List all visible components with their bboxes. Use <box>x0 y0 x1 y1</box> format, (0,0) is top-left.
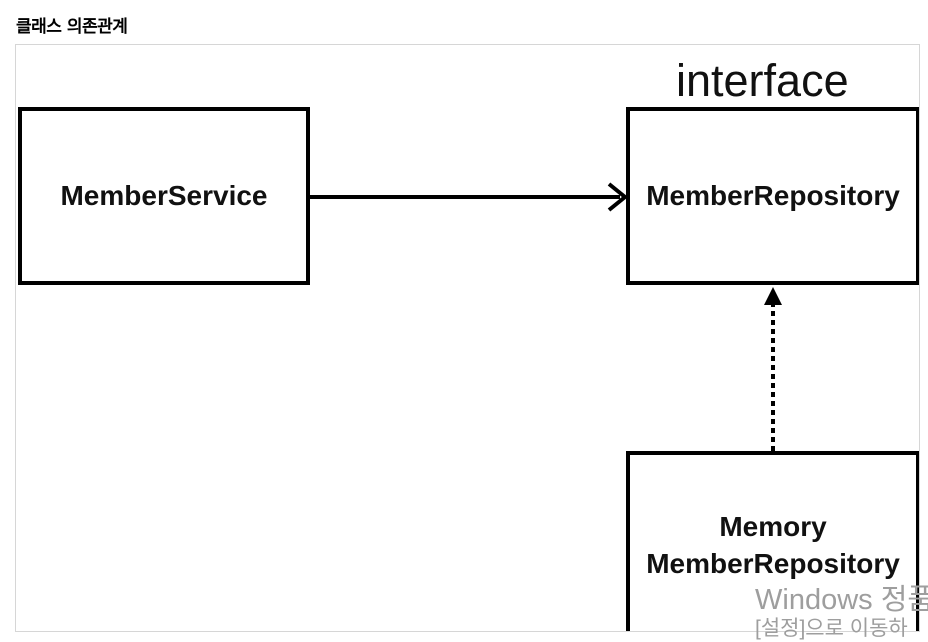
member-service-box: MemberService <box>18 107 310 285</box>
memory-member-repository-line2: MemberRepository <box>646 548 900 579</box>
windows-activation-subtext: [설정]으로 이동하 <box>755 617 908 640</box>
memory-member-repository-line1: Memory <box>719 511 827 543</box>
arrowhead-open <box>607 182 629 212</box>
member-repository-box: MemberRepository <box>626 107 919 285</box>
member-repository-label: MemberRepository <box>646 179 900 211</box>
section-title: 클래스 의존관계 <box>16 17 128 37</box>
edges-layer <box>310 182 782 451</box>
member-service-label: MemberService <box>60 179 268 211</box>
memory-member-repository-box: Memory MemberRepository <box>626 451 919 631</box>
interface-stereotype-label: interface <box>676 55 849 106</box>
arrowhead-filled <box>764 287 782 305</box>
diagram-panel: MemberService interface MemberRepository… <box>15 44 920 632</box>
windows-activation-watermark: Windows 정품 <box>755 584 928 616</box>
